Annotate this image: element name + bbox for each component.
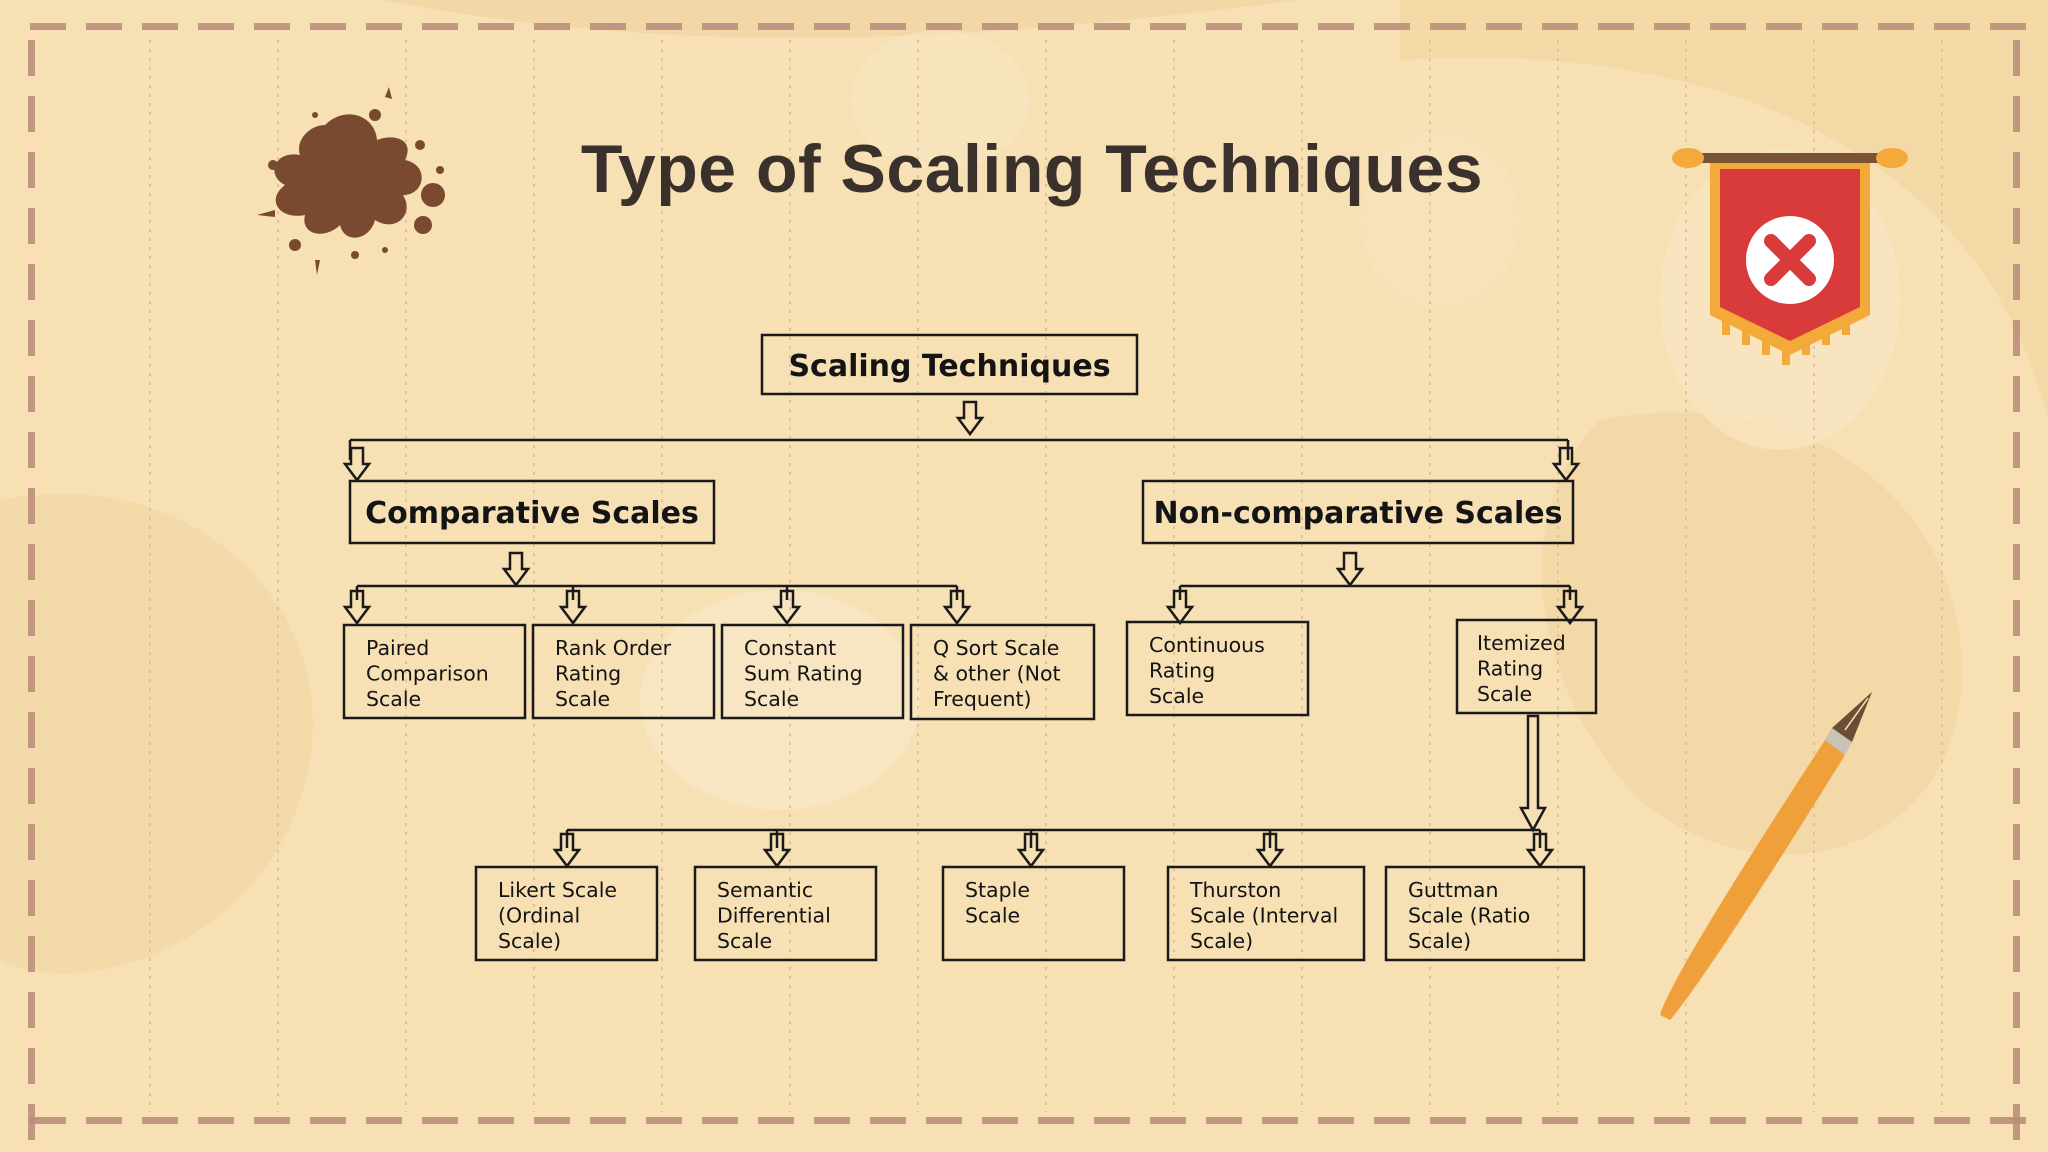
category-comparative-line: Comparative Scales: [365, 496, 699, 531]
non-comparative-item-line: Scale: [1149, 684, 1204, 708]
root-node-line: Scaling Techniques: [788, 349, 1110, 384]
comparative-item-line: & other (Not: [933, 662, 1061, 686]
root-node: Scaling Techniques: [760, 333, 1139, 396]
itemized-scale-item-line: Likert Scale: [498, 878, 617, 902]
itemized-scale-item-line: Semantic: [717, 878, 813, 902]
ink-stain-icon: [257, 87, 445, 275]
itemized-scale-item-line: Staple: [965, 878, 1030, 902]
itemized-scale-item-line: Differential: [717, 904, 831, 928]
comparative-item-line: Rating: [555, 662, 621, 686]
comparative-item-line: Sum Rating: [744, 662, 863, 686]
itemized-scale-item-line: Scale (Ratio: [1408, 904, 1530, 928]
comparative-item-line: Paired: [366, 636, 429, 660]
comparative-item-line: Rank Order: [555, 636, 672, 660]
non-comparative-item-line: Continuous: [1149, 633, 1265, 657]
itemized-scale-item-line: Scale: [717, 929, 772, 953]
non-comparative-item-line: Rating: [1149, 659, 1215, 683]
comparative-item-line: Scale: [744, 687, 799, 711]
long-down-arrow-icon: [1518, 714, 1548, 833]
itemized-scale-item-line: Scale): [1408, 929, 1471, 953]
itemized-scale-item-line: Scale): [498, 929, 561, 953]
category-non-comparative-line: Non-comparative Scales: [1153, 496, 1562, 531]
category-comparative: Comparative Scales: [348, 479, 716, 545]
itemized-scale-item-line: Thurston: [1189, 878, 1281, 902]
comparative-item-line: Scale: [555, 687, 610, 711]
comparative-item-line: Comparison: [366, 662, 489, 686]
down-arrow-icon: [1336, 551, 1364, 587]
category-non-comparative: Non-comparative Scales: [1141, 479, 1575, 545]
down-arrow-icon: [343, 446, 371, 482]
comparative-item-line: Q Sort Scale: [933, 636, 1059, 660]
comparative-item-line: Frequent): [933, 687, 1032, 711]
down-arrow-icon: [502, 551, 530, 587]
fountain-pen-icon: [1660, 692, 1872, 1020]
page-title: Type of Scaling Techniques: [580, 131, 1484, 207]
comparative-item-line: Scale: [366, 687, 421, 711]
non-comparative-item-line: Rating: [1477, 657, 1543, 681]
non-comparative-item-line: Scale: [1477, 682, 1532, 706]
banner-close-icon: [1672, 148, 1908, 365]
down-arrow-icon: [1552, 446, 1580, 482]
decorative-border: [28, 23, 2026, 1140]
comparative-item-line: Constant: [744, 636, 836, 660]
itemized-scale-item-line: Guttman: [1408, 878, 1498, 902]
non-comparative-item-line: Itemized: [1477, 631, 1566, 655]
itemized-scale-item-line: (Ordinal: [498, 904, 580, 928]
itemized-scale-item-line: Scale): [1190, 929, 1253, 953]
itemized-scale-item-line: Scale: [965, 904, 1020, 928]
down-arrow-icon: [956, 400, 984, 436]
itemized-scale-item-line: Scale (Interval: [1190, 904, 1338, 928]
